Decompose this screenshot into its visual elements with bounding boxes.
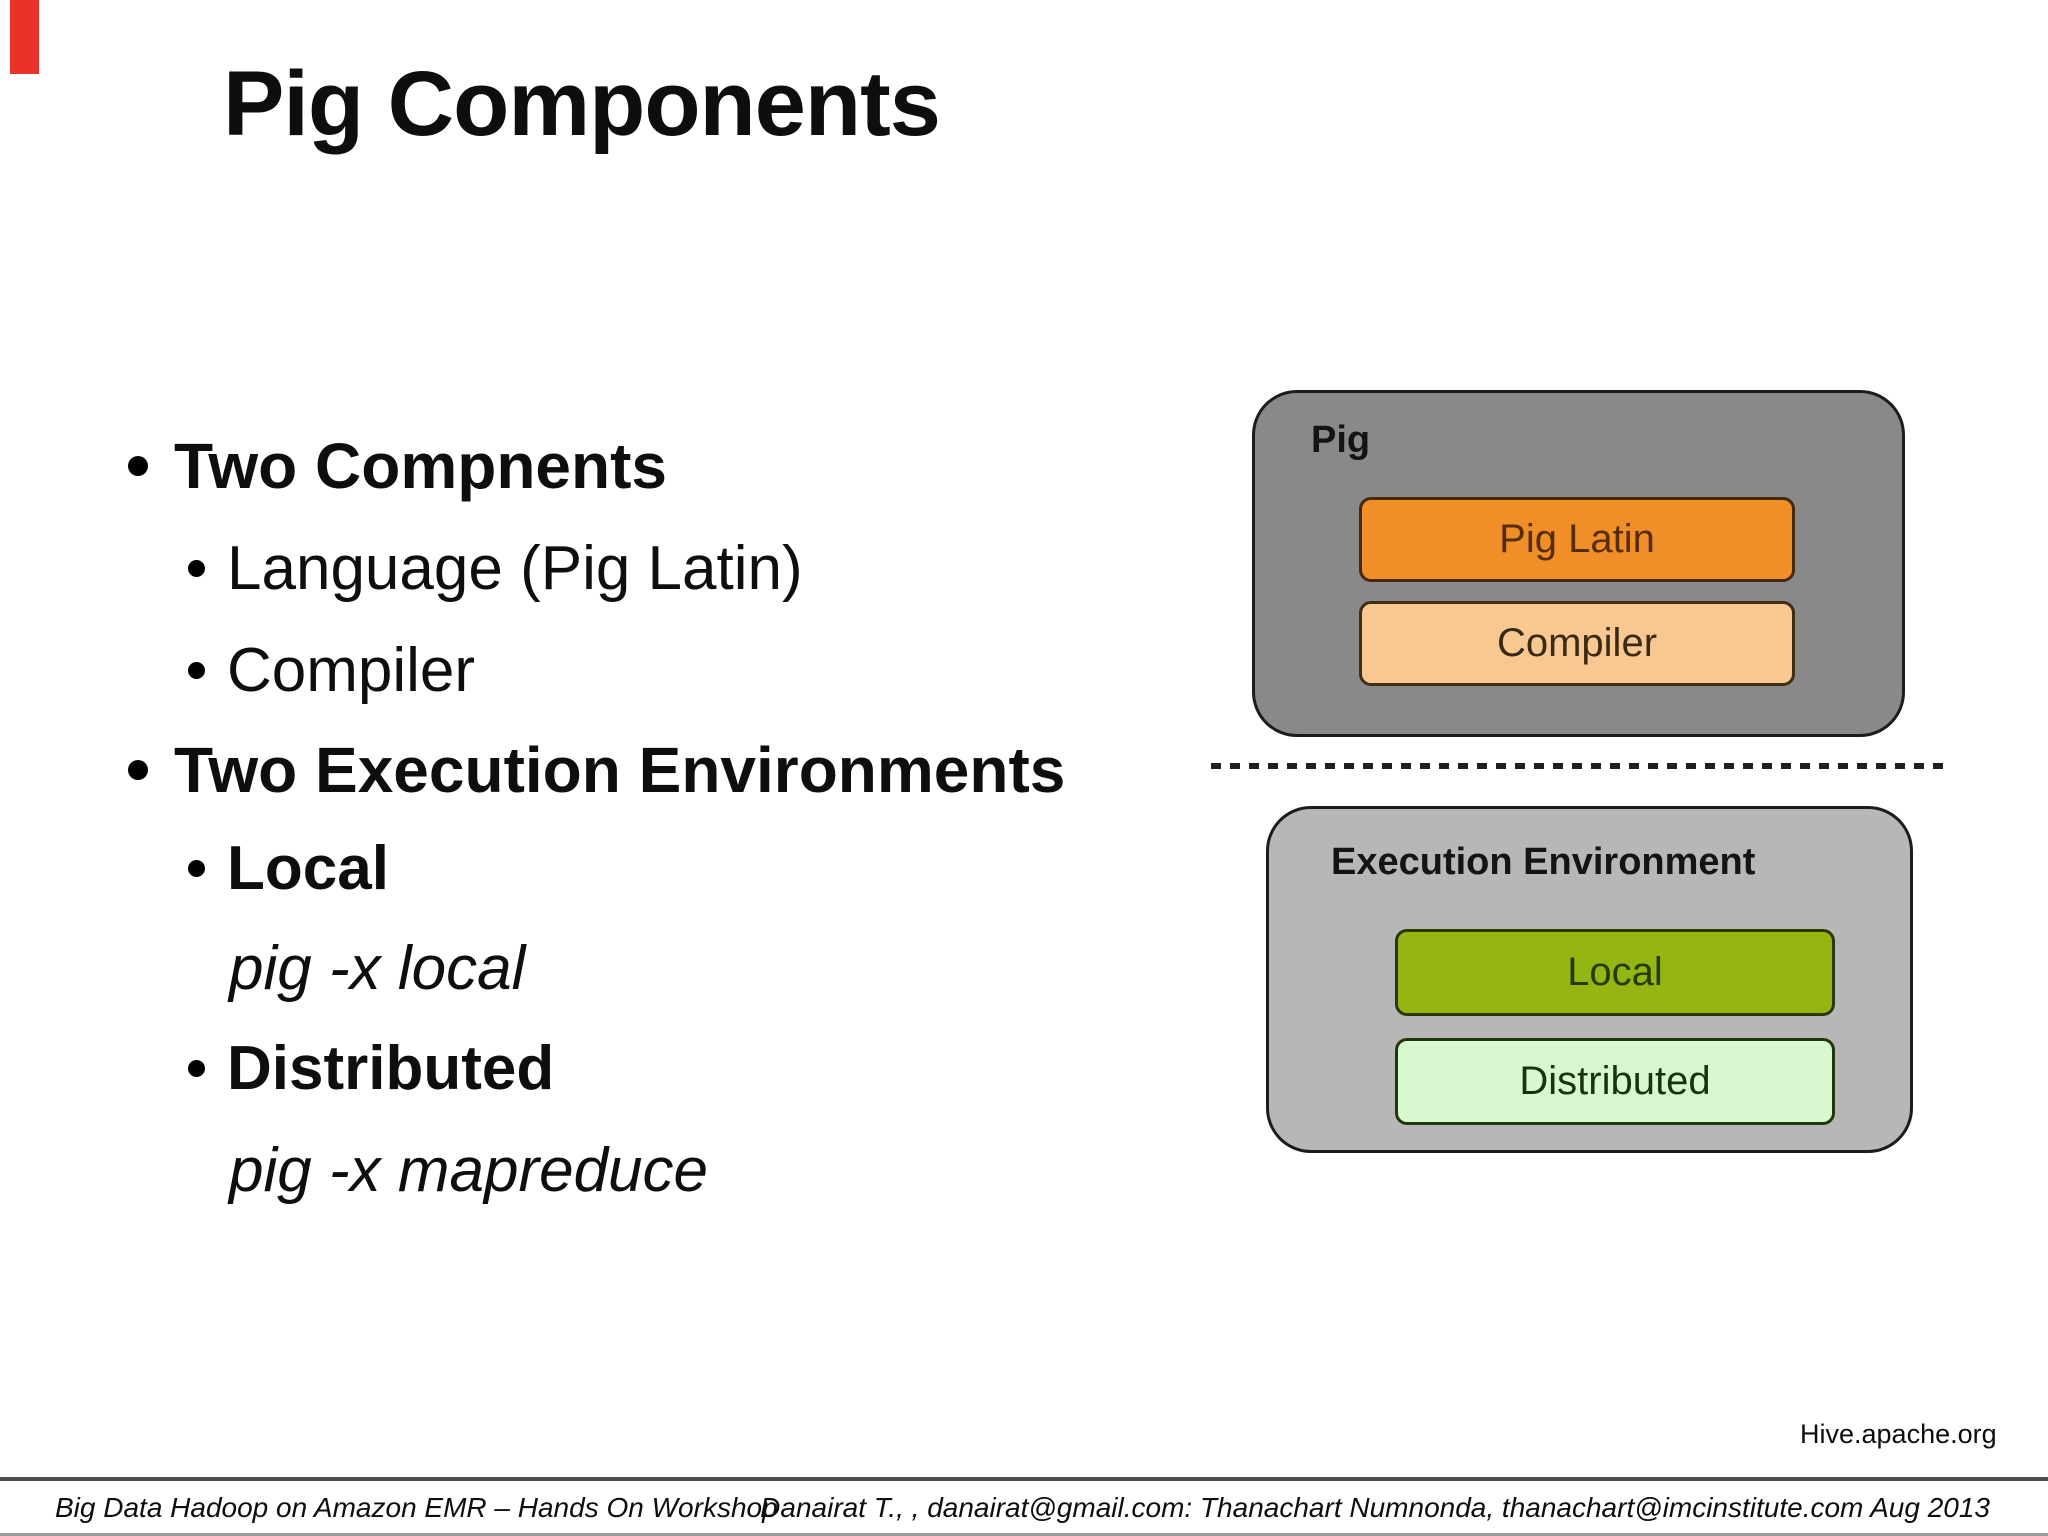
pig-group-label: Pig bbox=[1311, 419, 1371, 461]
bullet-dot bbox=[188, 859, 205, 877]
bullet-item-two-execution-environments: Two Execution Environments bbox=[128, 732, 1065, 808]
bullet-item-pig-x-local: pig -x local bbox=[229, 930, 525, 1006]
bullet-dot bbox=[128, 760, 148, 780]
bullet-text: pig -x local bbox=[229, 933, 526, 1003]
bullet-item-two-components: Two Compnents bbox=[128, 428, 667, 504]
distributed-label: Distributed bbox=[1519, 1059, 1711, 1103]
diagram-local-box: Local bbox=[1395, 929, 1835, 1016]
compiler-label: Compiler bbox=[1496, 621, 1658, 665]
page-title: Pig Components bbox=[223, 53, 941, 155]
bullet-item-pig-x-mapreduce: pig -x mapreduce bbox=[229, 1132, 708, 1208]
bullet-text: Two Execution Environments bbox=[174, 734, 1066, 806]
bullet-text: Local bbox=[227, 833, 389, 903]
local-label: Local bbox=[1567, 950, 1663, 994]
red-marker-bar bbox=[10, 0, 39, 74]
bullet-item-language: Language (Pig Latin) bbox=[188, 530, 803, 606]
diagram-compiler-box: Compiler bbox=[1359, 601, 1795, 686]
diagram-pig-latin-box: Pig Latin bbox=[1359, 497, 1795, 582]
source-credit: Hive.apache.org bbox=[1800, 1419, 1997, 1449]
dashed-separator-line bbox=[1211, 763, 1949, 769]
bullet-item-local: Local bbox=[188, 830, 389, 906]
bullet-text: pig -x mapreduce bbox=[229, 1135, 709, 1205]
bullet-dot bbox=[188, 661, 205, 679]
diagram-distributed-box: Distributed bbox=[1395, 1038, 1835, 1125]
bullet-dot bbox=[188, 559, 205, 577]
bullet-text: Distributed bbox=[227, 1033, 555, 1103]
footer-workshop-title: Big Data Hadoop on Amazon EMR – Hands On… bbox=[55, 1492, 778, 1523]
footer-authors-date: Danairat T., , danairat@gmail.com: Thana… bbox=[760, 1492, 1990, 1523]
bottom-edge-line bbox=[0, 1533, 2048, 1536]
pig-latin-label: Pig Latin bbox=[1499, 517, 1655, 561]
bullet-text: Language (Pig Latin) bbox=[227, 533, 803, 603]
bullet-dot bbox=[128, 456, 148, 476]
bullet-text: Two Compnents bbox=[174, 430, 667, 502]
diagram-pig-group-box: Pig Pig Latin Compiler bbox=[1252, 390, 1905, 737]
bullet-item-compiler: Compiler bbox=[188, 632, 475, 708]
execution-environment-label: Execution Environment bbox=[1331, 841, 1756, 883]
bullet-item-distributed: Distributed bbox=[188, 1030, 554, 1106]
bullet-dot bbox=[188, 1059, 205, 1077]
footer-divider-line bbox=[0, 1477, 2048, 1481]
diagram-execution-environment-box: Execution Environment Local Distributed bbox=[1266, 806, 1913, 1153]
bullet-text: Compiler bbox=[227, 635, 476, 705]
